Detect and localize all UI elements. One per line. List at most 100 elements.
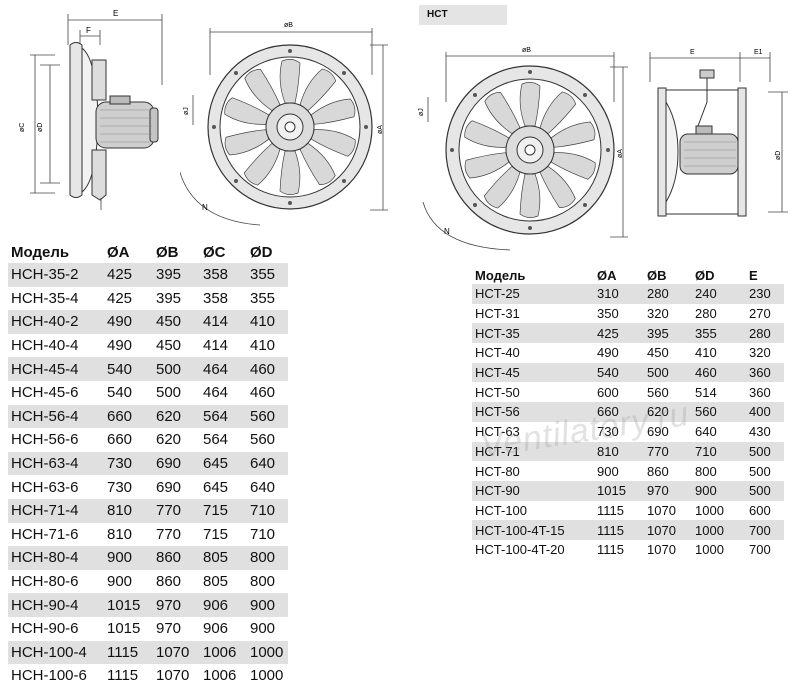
dimension-cell: 1070: [156, 640, 203, 665]
dimension-cell: 805: [203, 573, 229, 591]
dimension-cell: 500: [749, 463, 771, 479]
dimension-cell: 410: [250, 337, 276, 355]
dimension-cell: 500: [156, 384, 182, 402]
dimension-cell: 430: [749, 424, 771, 440]
dimension-cell: 1070: [156, 667, 190, 685]
dimension-cell: 1115: [597, 502, 624, 518]
model-cell: HCT-31: [475, 306, 520, 322]
model-cell: HCT-35: [472, 323, 597, 344]
hct-series-tag: HCT: [419, 5, 507, 25]
dimension-cell: 810: [107, 525, 133, 543]
dimension-cell: 490: [107, 337, 133, 355]
model-cell: HCT-56: [472, 402, 597, 422]
fan-blade: [299, 143, 336, 186]
dimension-cell: 770: [156, 525, 182, 543]
dimension-cell: 620: [156, 404, 203, 429]
dimension-cell: 410: [695, 345, 717, 361]
dimension-cell: 860: [647, 463, 669, 479]
model-cell: HCH-63-4: [8, 451, 107, 476]
fan-blade: [550, 121, 596, 148]
dimension-cell: 1000: [695, 502, 724, 518]
hct-dim-label-n: N: [444, 227, 450, 236]
hch-front-view-drawing: øB øA øJ N: [180, 22, 388, 226]
dimension-cell: 640: [250, 451, 288, 476]
dimension-cell: 710: [250, 525, 276, 543]
dimension-cell: 900: [107, 573, 133, 591]
col-header-a: ØA: [597, 267, 617, 283]
model-cell: HCH-40-4: [11, 337, 79, 355]
table-header-row: Модель ØA ØB ØC ØD: [8, 243, 288, 263]
dimension-cell: 970: [156, 593, 203, 617]
table-header-row: Модель ØA ØB ØD E: [472, 266, 784, 284]
dim-label-j: øJ: [183, 107, 190, 115]
model-cell: HCH-63-6: [11, 478, 79, 496]
dimension-cell: 490: [597, 345, 619, 361]
fan-blade: [464, 120, 510, 148]
dimension-cell: 970: [156, 620, 182, 638]
dimension-cell: 500: [647, 362, 695, 383]
dimension-cell: 700: [749, 542, 771, 558]
fan-blade: [484, 91, 521, 134]
model-cell: HCT-25: [472, 284, 597, 304]
model-cell: HCH-35-4: [11, 289, 79, 307]
model-cell: HCH-56-6: [11, 431, 79, 449]
model-cell: HCH-35-2: [8, 263, 107, 287]
dimension-cell: 514: [695, 384, 717, 400]
dimension-cell: 395: [156, 289, 182, 307]
fan-blade: [279, 150, 301, 195]
dimension-cell: 700: [749, 520, 784, 540]
col-header-b: ØB: [647, 267, 667, 283]
fan-blade: [310, 129, 356, 157]
dimension-cell: 900: [597, 463, 619, 479]
hct-dim-label-d: øD: [775, 151, 782, 160]
dimension-cell: 464: [203, 384, 229, 402]
dimension-cell: 710: [250, 498, 288, 523]
dim-label-a: øA: [377, 125, 384, 134]
dimension-cell: 560: [250, 431, 276, 449]
dimension-cell: 350: [597, 306, 619, 322]
fan-blade: [464, 152, 510, 179]
dimension-cell: 425: [597, 323, 647, 344]
dimension-cell: 1070: [647, 502, 676, 518]
dimension-cell: 540: [597, 362, 647, 383]
hct-front-view-drawing: øB øA øJ N: [418, 47, 628, 251]
dimension-cell: 230: [749, 284, 784, 304]
dimension-cell: 564: [203, 404, 250, 429]
dimension-cell: 355: [250, 263, 288, 287]
dimension-cell: 1000: [695, 520, 749, 540]
col-header-model: Модель: [11, 243, 70, 261]
dimension-cell: 320: [749, 345, 771, 361]
dimension-cell: 425: [107, 263, 156, 287]
dim-label-e: E: [113, 9, 118, 18]
model-cell: HCT-40: [475, 345, 520, 361]
dimension-cell: 620: [156, 431, 182, 449]
dimension-cell: 560: [695, 402, 749, 422]
model-cell: HCT-100: [475, 502, 528, 518]
dimension-cell: 1015: [107, 593, 156, 617]
dimension-cell: 1070: [647, 542, 676, 558]
dimension-cell: 715: [203, 525, 229, 543]
dim-label-n: N: [202, 203, 208, 212]
dimension-cell: 280: [695, 306, 717, 322]
dimension-cell: 425: [107, 289, 133, 307]
dimension-cell: 450: [647, 345, 669, 361]
dimension-cell: 660: [107, 404, 156, 429]
model-cell: HCH-71-4: [8, 498, 107, 523]
hct-dim-label-j: øJ: [418, 108, 425, 116]
dim-label-b: øB: [284, 22, 293, 29]
dimension-cell: 460: [250, 357, 288, 381]
dimension-cell: 1070: [647, 520, 695, 540]
